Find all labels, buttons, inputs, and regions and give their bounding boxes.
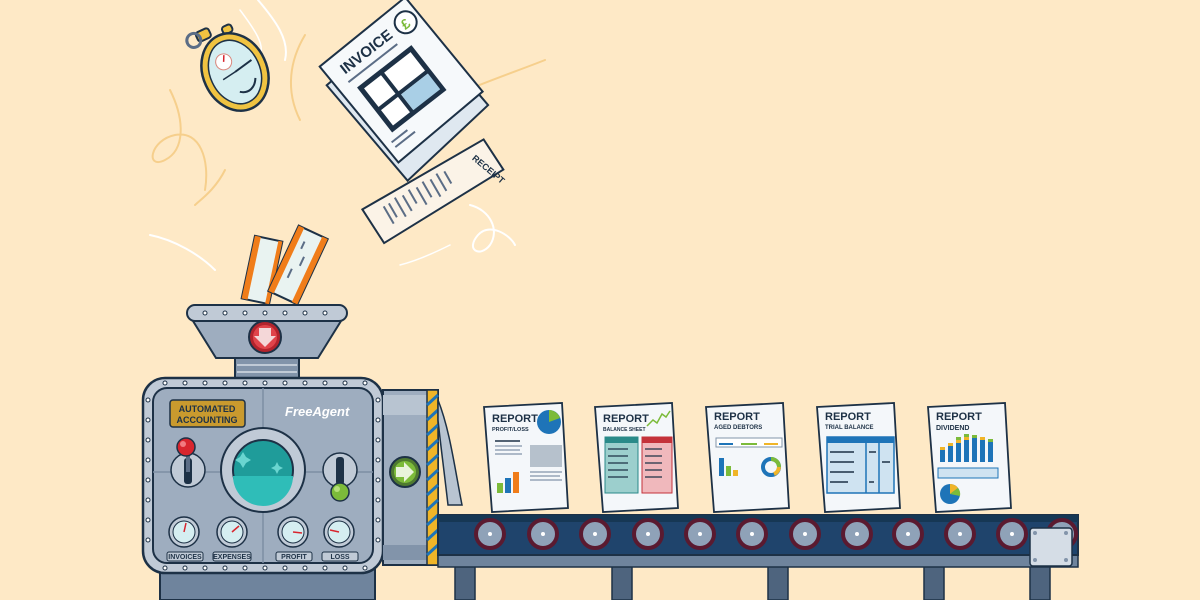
tickets — [240, 224, 330, 306]
accounting-machine: AUTOMATED ACCOUNTING FreeAgent — [141, 376, 385, 600]
gauge-label-expenses: EXPENSES — [213, 554, 251, 561]
conveyor-belt — [437, 514, 1079, 568]
conveyor-legs — [454, 564, 1051, 600]
report-subtitle: DIVIDEND — [936, 425, 969, 432]
report-title: REPORT — [936, 411, 982, 423]
report-trial-balance: REPORT TRIAL BALANCE — [816, 402, 901, 513]
report-aged-debtors: REPORT AGED DEBTORS — [705, 402, 790, 513]
arrow-down-icon — [254, 328, 276, 347]
gauge-expenses — [216, 516, 248, 548]
plate-label-line2: ACCOUNTING — [177, 415, 238, 425]
arrow-right-icon — [396, 462, 414, 482]
stopwatch-icon — [185, 23, 270, 112]
porthole-window — [220, 427, 306, 513]
report-title: REPORT — [492, 413, 538, 425]
receipt-document: RECEIPT — [360, 138, 507, 245]
invoice-document: INVOICE £ — [318, 0, 490, 183]
report-title: REPORT — [714, 411, 760, 423]
conveyor-end-plate — [1029, 527, 1073, 567]
report-subtitle: TRIAL BALANCE — [825, 425, 874, 431]
gauge-profit — [277, 516, 309, 548]
output-chute — [382, 389, 463, 566]
gauge-loss — [323, 516, 355, 548]
report-subtitle: PROFIT/LOSS — [492, 427, 529, 433]
report-subtitle: BALANCE SHEET — [603, 427, 646, 433]
report-subtitle: AGED DEBTORS — [714, 425, 762, 431]
gauge-label-profit: PROFIT — [281, 554, 307, 561]
plate-label-line1: AUTOMATED — [179, 404, 236, 414]
freeagent-logo: FreeAgent — [285, 404, 350, 419]
green-lever-switch — [322, 452, 358, 502]
report-balance-sheet: REPORT BALANCE SHEET — [594, 402, 679, 513]
gauge-invoices — [168, 516, 200, 548]
report-title: REPORT — [825, 411, 871, 423]
automated-accounting-plate — [169, 399, 246, 428]
report-dividend: REPORT DIVIDEND — [927, 402, 1012, 513]
gauge-label-loss: LOSS — [330, 554, 349, 561]
hopper — [186, 304, 348, 381]
gauge-label-invoices: INVOICES — [168, 554, 202, 561]
report-profit-loss: REPORT PROFIT/LOSS — [483, 402, 569, 513]
red-lever-switch — [170, 437, 206, 488]
report-title: REPORT — [603, 413, 649, 425]
